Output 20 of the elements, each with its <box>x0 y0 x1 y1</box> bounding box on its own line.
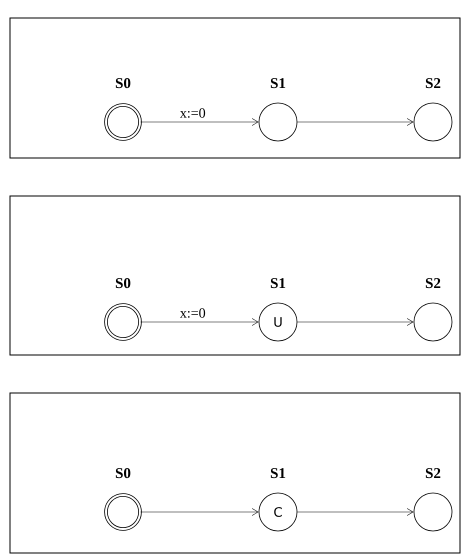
panel-frame <box>10 18 460 158</box>
node-label: S1 <box>270 278 286 288</box>
node-label: S0 <box>116 78 130 88</box>
arrow <box>140 508 258 516</box>
arrow <box>297 118 414 126</box>
node-label: S2 <box>426 78 440 88</box>
edge-label: x:=0 <box>180 308 206 318</box>
node-label: S1 <box>270 78 286 88</box>
panel-frame <box>10 196 460 356</box>
arrow <box>140 318 258 326</box>
arrow <box>140 118 258 126</box>
arrow <box>297 508 414 516</box>
node-label: S0 <box>116 468 130 478</box>
edge-label: x:=0 <box>180 108 206 118</box>
node-label: S2 <box>426 468 440 478</box>
panel-frame <box>10 392 460 554</box>
node-label: S1 <box>270 468 286 478</box>
node-label: S2 <box>426 278 440 288</box>
node-label: S0 <box>116 278 130 288</box>
arrow <box>297 318 414 326</box>
